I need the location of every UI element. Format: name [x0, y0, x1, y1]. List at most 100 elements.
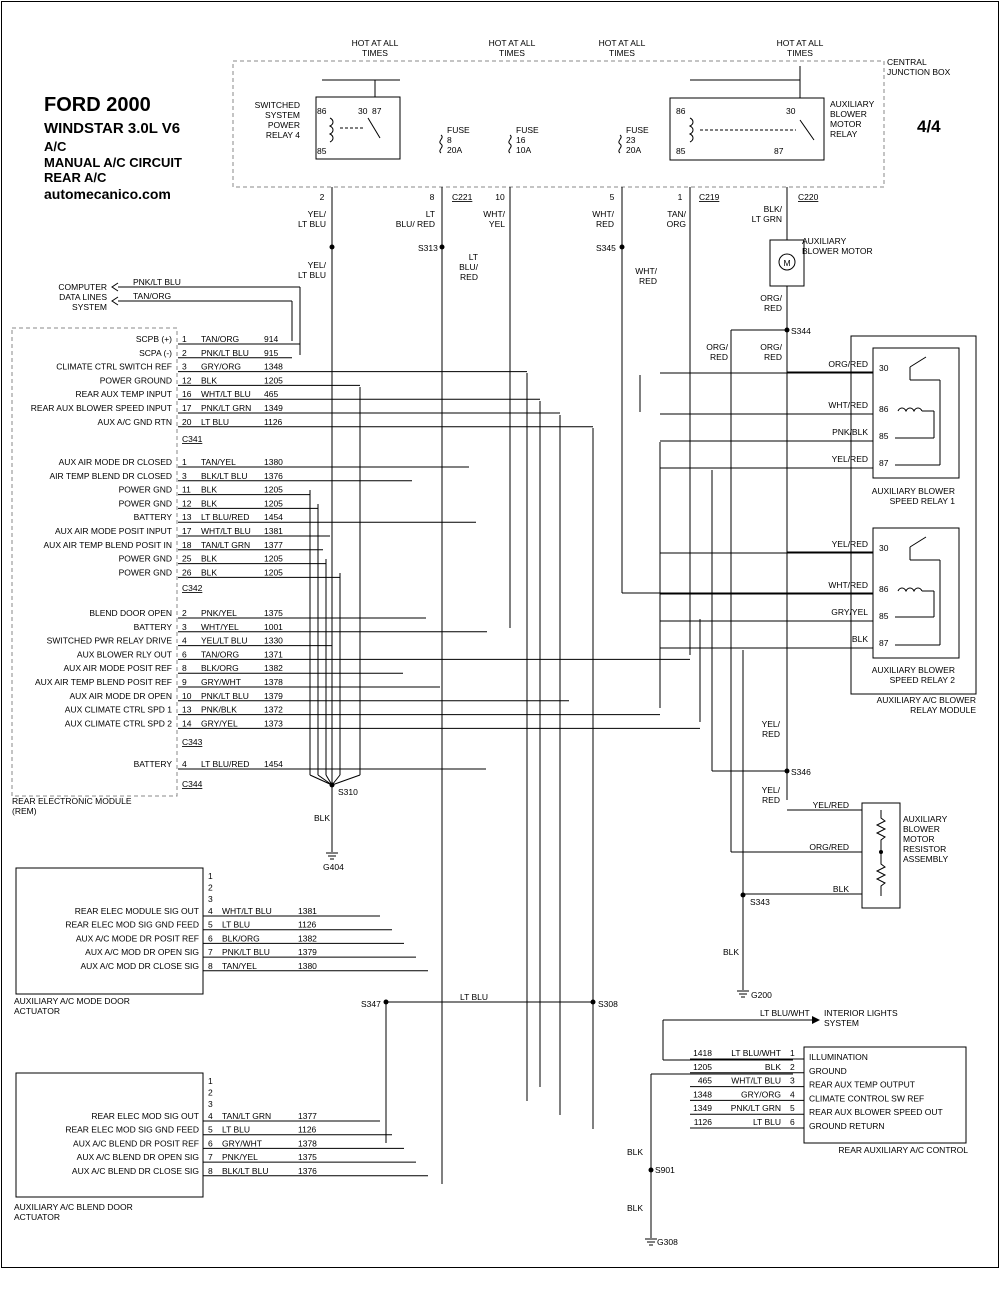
svg-text:ORG/RED: ORG/RED: [760, 342, 782, 362]
title-website: automecanico.com: [44, 186, 171, 202]
rem-pin-function: AUX CLIMATE CTRL SPD 1: [65, 705, 172, 715]
actuator-pin-number: 4: [208, 906, 213, 916]
actuator-pin-number: 1: [208, 871, 213, 881]
rem-pin-number: 2: [182, 608, 187, 618]
rem-pin-function: CLIMATE CTRL SWITCH REF: [56, 362, 172, 372]
title-model: WINDSTAR 3.0L V6: [44, 120, 181, 137]
rem-pin-function: SCPA (-): [139, 348, 172, 358]
svg-text:2: 2: [320, 192, 325, 202]
svg-text:WHT/RED: WHT/RED: [635, 266, 657, 286]
control-wire-color: WHT/LT BLU: [731, 1076, 781, 1086]
svg-text:WHT/YEL: WHT/YEL: [483, 209, 505, 229]
svg-text:ORG/RED: ORG/RED: [760, 293, 782, 313]
svg-text:S310: S310: [338, 787, 358, 797]
rem-pin-function: POWER GROUND: [100, 375, 172, 385]
relay-pin-number: 30: [879, 363, 889, 373]
rem-pin-function: SWITCHED PWR RELAY DRIVE: [47, 636, 173, 646]
routing-wires: [385, 329, 873, 1143]
rem-wire-color: LT BLU/RED: [201, 512, 249, 522]
ground-g308: G308: [657, 1237, 678, 1247]
feed-wires: [331, 187, 788, 1184]
actuator-pin-number: 6: [208, 1138, 213, 1148]
rem-pin-number: 14: [182, 718, 192, 728]
actuator-circuit-number: 1380: [298, 961, 317, 971]
actuator-pin-number: 7: [208, 947, 213, 957]
rem-pin-number: 12: [182, 375, 192, 385]
actuator-pin-number: 5: [208, 920, 213, 930]
rem-wire-color: TAN/ORG: [201, 649, 239, 659]
actuator-wire-color: BLK/LT BLU: [222, 1166, 268, 1176]
title-system: A/C: [44, 139, 67, 154]
actuator-pin-function: REAR ELEC MODULE SIG OUT: [75, 906, 199, 916]
rem-connector-label: C343: [182, 737, 203, 747]
rem-wire-color: WHT/LT BLU: [201, 526, 251, 536]
rem-pin-number: 13: [182, 705, 192, 715]
rem-pin-number: 1: [182, 457, 187, 467]
relay-wire-color: WHT/RED: [828, 580, 868, 590]
rem-pin-function: POWER GND: [119, 567, 172, 577]
control-wire-color: LT BLU/WHT: [731, 1048, 781, 1058]
svg-text:ORG/RED: ORG/RED: [809, 842, 849, 852]
rem-circuit-number: 1330: [264, 636, 283, 646]
actuator-pin-number: 2: [208, 1088, 213, 1098]
svg-text:M: M: [783, 258, 790, 268]
rem-wire-color: PNK/LT BLU: [201, 348, 249, 358]
junction-pins: 2 8 10 5 1: [320, 192, 683, 202]
blk-label-g404: BLK: [314, 813, 330, 823]
rem-pin-number: 10: [182, 691, 192, 701]
svg-text:S346: S346: [791, 767, 811, 777]
ground-g404: G404: [323, 862, 344, 872]
actuator-wire-color: TAN/YEL: [222, 961, 257, 971]
yel-red-label-2: YEL/RED: [762, 785, 781, 805]
control-pin-function: GROUND RETURN: [809, 1121, 885, 1131]
rear-electronic-module-box: [11, 327, 178, 797]
rem-circuit-number: 1373: [264, 718, 283, 728]
actuator-pin-number: 3: [208, 1099, 213, 1109]
rem-circuit-number: 1454: [264, 759, 283, 769]
relay-wire-color: WHT/RED: [828, 400, 868, 410]
actuator-pin-number: 7: [208, 1152, 213, 1162]
actuator-pin-function: REAR ELEC MOD SIG GND FEED: [65, 1125, 199, 1135]
control-pin-function: CLIMATE CONTROL SW REF: [809, 1093, 924, 1103]
rem-circuit-number: 1001: [264, 622, 283, 632]
rem-pin-function: REAR AUX BLOWER SPEED INPUT: [31, 403, 172, 413]
title-subsystem: REAR A/C: [44, 170, 107, 185]
svg-text:30: 30: [786, 106, 796, 116]
yel-red-label-1: YEL/RED: [762, 719, 781, 739]
actuator-circuit-number: 1126: [298, 920, 317, 930]
svg-text:S343: S343: [750, 897, 770, 907]
relay-module-box: [850, 335, 977, 695]
control-pin-function: GROUND: [809, 1066, 847, 1076]
svg-text:PNK/LT BLU: PNK/LT BLU: [133, 277, 181, 287]
rem-circuit-number: 1205: [264, 375, 283, 385]
control-pin-function: REAR AUX TEMP OUTPUT: [809, 1080, 915, 1090]
actuator-pin-number: 1: [208, 1076, 213, 1086]
blk-label-s901-bot: BLK: [627, 1203, 643, 1213]
rem-pin-function: AUX AIR MODE DR CLOSED: [59, 457, 172, 467]
rem-circuit-number: 1348: [264, 362, 283, 372]
rem-pin-number: 3: [182, 471, 187, 481]
rem-wire-color: TAN/ORG: [201, 334, 239, 344]
page-frame: [1, 1, 999, 1268]
rem-wire-color: WHT/YEL: [201, 622, 239, 632]
rem-pin-number: 26: [182, 567, 192, 577]
connector-c220: C220: [798, 192, 819, 202]
actuator-pin-number: 5: [208, 1125, 213, 1135]
svg-text:BLK/LT GRN: BLK/LT GRN: [752, 204, 783, 224]
svg-text:10: 10: [495, 192, 505, 202]
